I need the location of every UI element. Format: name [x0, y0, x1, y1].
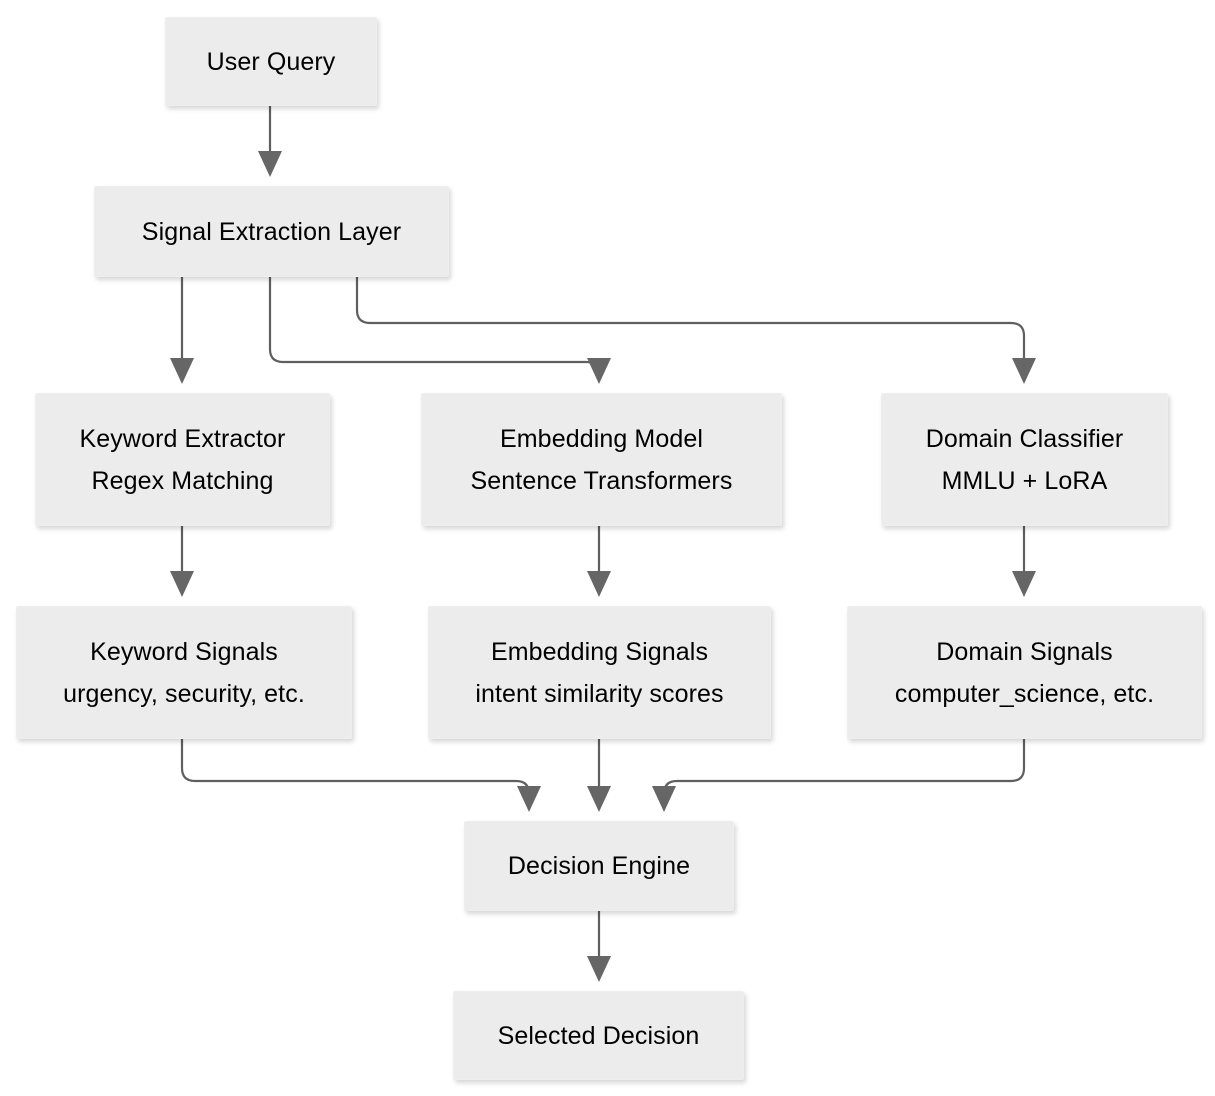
edge-signal-extraction-layer-to-keyword-extractor	[170, 277, 194, 384]
edge-user-query-to-signal-extraction-layer	[258, 106, 282, 177]
node-decision-engine[interactable]: Decision Engine	[464, 821, 734, 911]
node-selected-decision-label: Selected Decision	[497, 1021, 700, 1050]
node-decision-engine-label: Decision Engine	[507, 852, 691, 880]
edge-domain-classifier-to-domain-signals	[1012, 526, 1036, 597]
node-embedding-model[interactable]: Embedding Model Sentence Transformers	[421, 393, 782, 526]
edge-keyword-extractor-to-keyword-signals	[170, 526, 194, 597]
node-user-query-label: User Query	[206, 47, 336, 76]
edge-signal-extraction-layer-to-embedding-model	[268, 277, 611, 384]
node-signal-extraction-layer-label: Signal Extraction Layer	[141, 217, 402, 246]
edge-decision-engine-to-selected-decision	[587, 911, 611, 982]
node-keyword-extractor-label-primary: Keyword Extractor	[79, 424, 286, 453]
node-signal-extraction-layer[interactable]: Signal Extraction Layer	[94, 186, 449, 277]
node-embedding-signals-label-primary: Embedding Signals	[490, 637, 709, 666]
node-keyword-extractor-label-secondary: Regex Matching	[91, 466, 274, 495]
node-embedding-signals-label-secondary: intent similarity scores	[475, 679, 724, 708]
node-selected-decision[interactable]: Selected Decision	[453, 991, 744, 1080]
node-domain-signals-label-primary: Domain Signals	[936, 637, 1113, 666]
node-domain-signals[interactable]: Domain Signals computer_science, etc.	[847, 606, 1202, 739]
node-domain-classifier[interactable]: Domain Classifier MMLU + LoRA	[881, 393, 1168, 526]
node-domain-classifier-label-primary: Domain Classifier	[925, 424, 1124, 453]
node-embedding-model-label-primary: Embedding Model	[499, 424, 703, 453]
node-user-query[interactable]: User Query	[165, 17, 377, 106]
node-domain-signals-label-secondary: computer_science, etc.	[894, 679, 1155, 708]
node-keyword-signals[interactable]: Keyword Signals urgency, security, etc.	[16, 606, 352, 739]
edge-embedding-signals-to-decision-engine	[587, 739, 611, 812]
edge-domain-signals-to-decision-engine	[652, 739, 1026, 812]
edge-signal-extraction-layer-to-domain-classifier	[355, 277, 1036, 384]
node-embedding-signals[interactable]: Embedding Signals intent similarity scor…	[428, 606, 771, 739]
node-keyword-extractor[interactable]: Keyword Extractor Regex Matching	[35, 393, 330, 526]
node-domain-classifier-label-secondary: MMLU + LoRA	[941, 466, 1108, 495]
edge-keyword-signals-to-decision-engine	[180, 739, 541, 812]
edge-embedding-model-to-embedding-signals	[587, 526, 611, 597]
node-keyword-signals-label-primary: Keyword Signals	[90, 637, 278, 666]
node-keyword-signals-label-secondary: urgency, security, etc.	[63, 679, 305, 708]
node-embedding-model-label-secondary: Sentence Transformers	[470, 466, 733, 495]
